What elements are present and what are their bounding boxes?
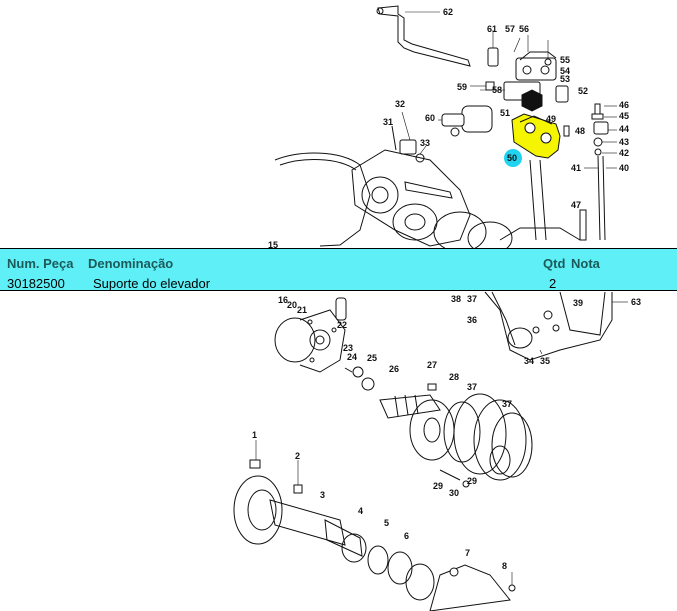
header-part-number: Num. Peça (7, 256, 74, 271)
callout-61[interactable]: 61 (487, 24, 497, 34)
callout-2[interactable]: 2 (295, 451, 300, 461)
hydraulic-cylinder-part-60[interactable] (438, 105, 493, 137)
callout-35[interactable]: 35 (540, 356, 550, 366)
gear-hub-assembly[interactable] (274, 297, 364, 378)
callout-21[interactable]: 21 (297, 305, 307, 315)
callout-34[interactable]: 34 (524, 356, 534, 366)
valve-block-assembly[interactable] (470, 30, 569, 112)
callout-1[interactable]: 1 (252, 430, 257, 440)
callout-51[interactable]: 51 (500, 108, 510, 118)
callout-59[interactable]: 59 (457, 82, 467, 92)
callout-30[interactable]: 30 (449, 488, 459, 498)
callout-22[interactable]: 22 (337, 320, 347, 330)
rear-axle-housing[interactable] (484, 291, 613, 361)
callout-37-mid[interactable]: 37 (467, 382, 477, 392)
value-part-number: 30182500 (7, 276, 65, 291)
callout-26[interactable]: 26 (389, 364, 399, 374)
left-bracket-assembly[interactable] (391, 111, 453, 199)
callout-37-top[interactable]: 37 (467, 294, 477, 304)
callout-55[interactable]: 55 (560, 55, 570, 65)
part-info-tooltip: Num. Peça Denominação Qtd Nota 30182500 … (0, 248, 677, 291)
callout-38[interactable]: 38 (451, 294, 461, 304)
callout-23[interactable]: 23 (343, 343, 353, 353)
callout-31[interactable]: 31 (383, 117, 393, 127)
callout-43[interactable]: 43 (619, 137, 629, 147)
callout-60[interactable]: 60 (425, 113, 435, 123)
callout-44[interactable]: 44 (619, 124, 629, 134)
callout-16[interactable]: 16 (278, 295, 288, 305)
value-quantity: 2 (549, 276, 557, 291)
callout-37-right[interactable]: 37 (502, 399, 512, 409)
brake-shaft-assembly[interactable] (379, 383, 533, 488)
callout-32[interactable]: 32 (395, 99, 405, 109)
callout-15[interactable]: 15 (268, 240, 278, 250)
callout-41[interactable]: 41 (571, 163, 581, 173)
callout-49[interactable]: 49 (546, 114, 556, 124)
callout-6[interactable]: 6 (404, 531, 409, 541)
header-description: Denominação (88, 256, 174, 271)
linkage-rod-part-62[interactable] (376, 5, 471, 67)
callout-5[interactable]: 5 (384, 518, 389, 528)
callout-3[interactable]: 3 (320, 490, 325, 500)
callout-58[interactable]: 58 (492, 85, 502, 95)
callout-42[interactable]: 42 (619, 148, 629, 158)
callout-25[interactable]: 25 (367, 353, 377, 363)
callout-20[interactable]: 20 (287, 300, 297, 310)
callout-40[interactable]: 40 (619, 163, 629, 173)
callout-27[interactable]: 27 (427, 360, 437, 370)
callout-33[interactable]: 33 (420, 138, 430, 148)
callout-47[interactable]: 47 (571, 200, 581, 210)
bolt-part-48[interactable] (563, 125, 570, 137)
callout-36[interactable]: 36 (467, 315, 477, 325)
callout-52[interactable]: 52 (578, 86, 588, 96)
callout-4[interactable]: 4 (358, 506, 363, 516)
callout-39[interactable]: 39 (573, 298, 583, 308)
callout-8[interactable]: 8 (502, 561, 507, 571)
callout-48[interactable]: 48 (575, 126, 585, 136)
callout-56[interactable]: 56 (519, 24, 529, 34)
callout-29-right[interactable]: 29 (467, 476, 477, 486)
header-quantity: Qtd (543, 256, 566, 271)
callout-54[interactable]: 54 (560, 66, 570, 76)
callout-53[interactable]: 53 (560, 74, 570, 84)
callout-7[interactable]: 7 (465, 548, 470, 558)
rod-assembly-right[interactable] (579, 103, 617, 241)
callout-57[interactable]: 57 (505, 24, 515, 34)
callout-63[interactable]: 63 (631, 297, 641, 307)
housing-outline (274, 149, 581, 255)
callout-50[interactable]: 50 (507, 153, 517, 163)
value-description: Suporte do elevador (93, 276, 211, 291)
callout-62[interactable]: 62 (443, 7, 453, 17)
callout-45[interactable]: 45 (619, 111, 629, 121)
callout-28[interactable]: 28 (449, 372, 459, 382)
lift-bracket-part-50-highlighted[interactable] (511, 113, 561, 159)
highlight-badge[interactable] (504, 149, 522, 167)
callout-46[interactable]: 46 (619, 100, 629, 110)
washer-part-25[interactable] (361, 377, 375, 391)
callout-29-left[interactable]: 29 (433, 481, 443, 491)
callout-24[interactable]: 24 (347, 352, 357, 362)
axle-shaft-assembly[interactable] (233, 440, 516, 611)
header-note: Nota (571, 256, 600, 271)
